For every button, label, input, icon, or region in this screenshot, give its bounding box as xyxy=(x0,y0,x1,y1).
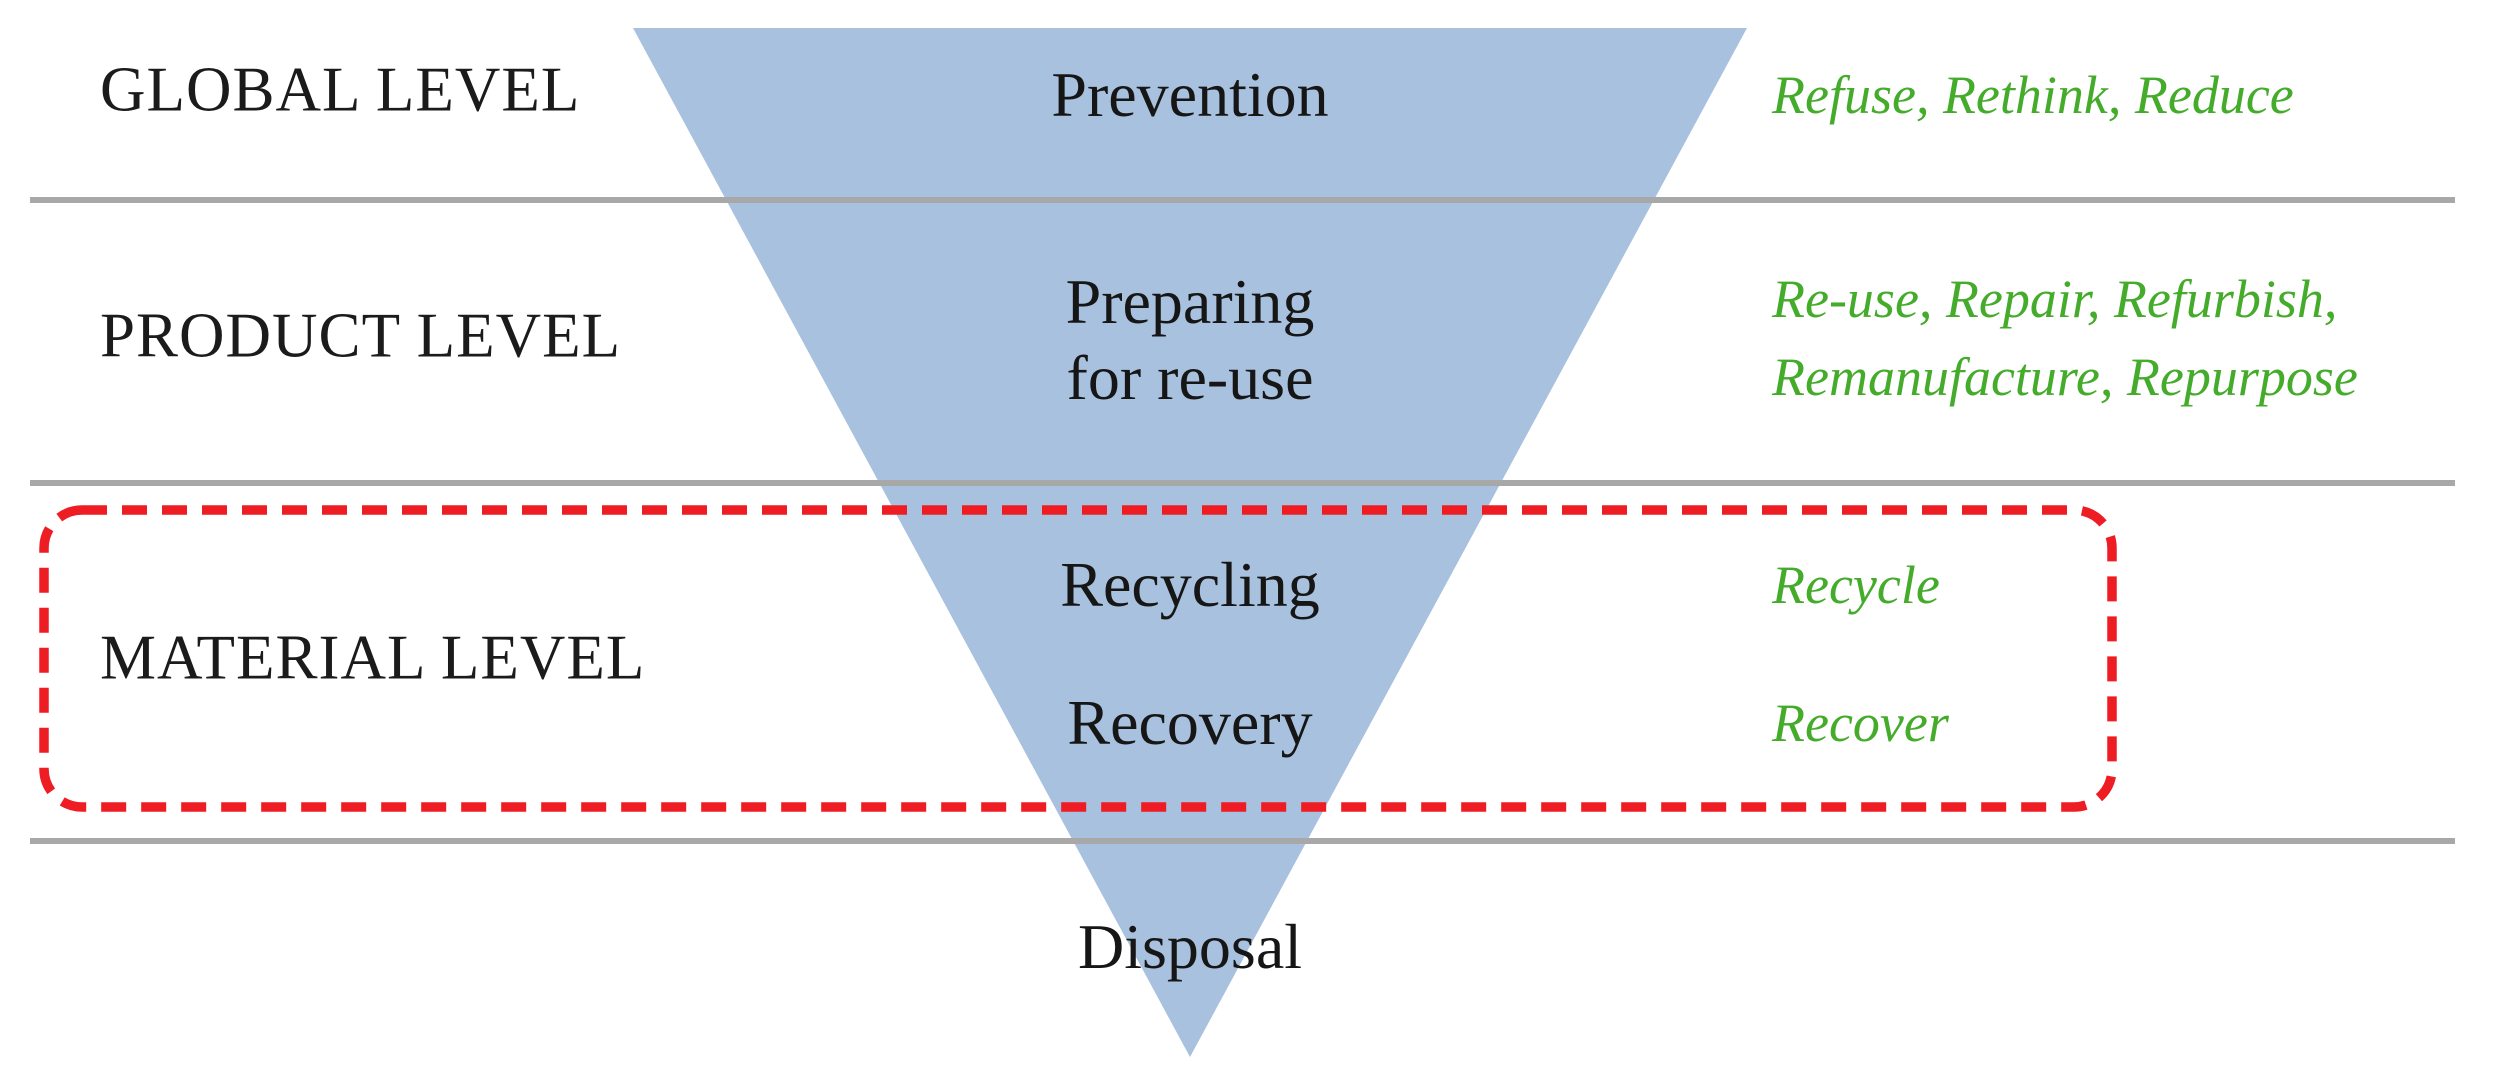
stage-disposal: Disposal xyxy=(1078,911,1302,982)
global-level-label: GLOBAL LEVEL xyxy=(100,54,581,125)
funnel-triangle xyxy=(633,28,1747,1057)
separator-line-1 xyxy=(30,197,2455,203)
terms-product: Re-use, Repair, Refurbish, Remanufacture… xyxy=(1772,260,2358,416)
stage-prevention: Prevention xyxy=(1051,59,1329,130)
stage-preparing-line2: for re-use xyxy=(1066,342,1314,413)
stage-preparing-for-reuse: Preparing for re-use xyxy=(1066,264,1315,416)
separator-line-3 xyxy=(30,838,2455,844)
terms-product-line2: Remanufacture, Repurpose xyxy=(1772,347,2358,407)
terms-recycle: Recycle xyxy=(1772,555,1940,615)
material-level-highlight-box xyxy=(39,505,2117,812)
terms-global: Refuse, Rethink, Reduce xyxy=(1772,65,2294,125)
stage-preparing-line1: Preparing xyxy=(1065,266,1315,337)
terms-product-line1: Re-use, Repair, Refurbish, xyxy=(1772,269,2338,329)
stage-recovery: Recovery xyxy=(1067,687,1313,758)
separator-line-2 xyxy=(30,480,2455,486)
product-level-label: PRODUCT LEVEL xyxy=(100,300,622,371)
stage-recycling: Recycling xyxy=(1060,549,1320,620)
terms-recover: Recover xyxy=(1772,693,1949,753)
material-level-label: MATERIAL LEVEL xyxy=(100,622,646,693)
